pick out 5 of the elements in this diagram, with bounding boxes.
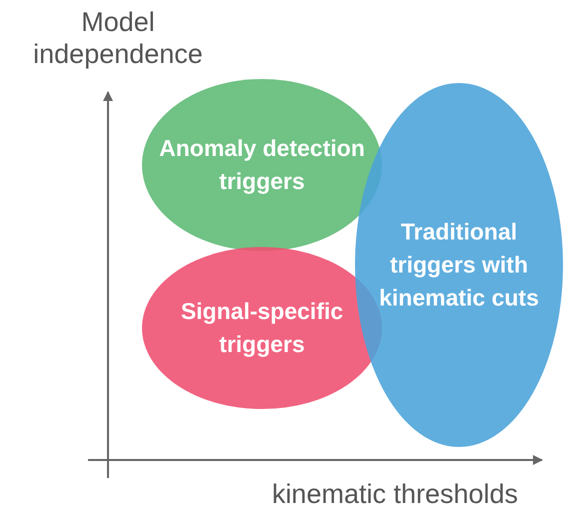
- node-label: Signal-specific triggers: [180, 297, 344, 359]
- node-label: Anomaly detection triggers: [158, 134, 366, 196]
- node-label: Traditional triggers with kinematic cuts: [378, 218, 540, 312]
- axis-label: kinematic thresholds: [270, 478, 520, 510]
- axis-label: Model independence: [32, 6, 204, 70]
